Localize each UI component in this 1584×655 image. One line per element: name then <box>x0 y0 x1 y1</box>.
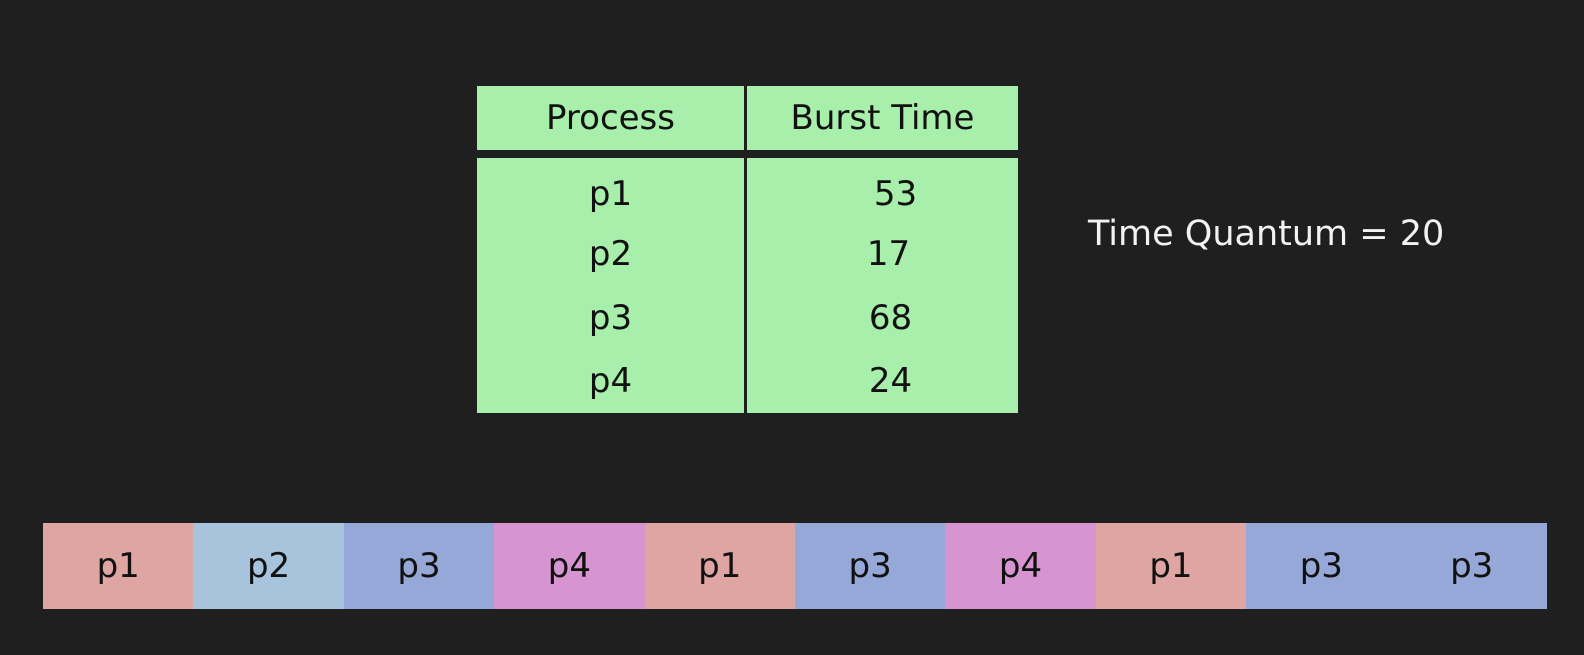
burst-cell: 53 <box>873 174 918 214</box>
gantt-segment: p3 <box>794 523 946 609</box>
gantt-segment: p3 <box>1396 523 1547 609</box>
process-cell: p2 <box>588 234 633 274</box>
gantt-segment: p4 <box>494 523 645 609</box>
burst-cell: 17 <box>866 234 911 274</box>
gantt-segment: p3 <box>343 523 495 609</box>
burst-time-column: 53 17 68 24 <box>747 158 1018 413</box>
gantt-segment: p3 <box>1246 523 1397 609</box>
process-column: p1 p2 p3 p4 <box>477 158 744 413</box>
process-table: Process Burst Time p1 p2 p3 p4 53 17 68 … <box>477 86 1018 413</box>
process-cell: p1 <box>588 174 633 214</box>
gantt-segment: p1 <box>644 523 795 609</box>
burst-cell: 68 <box>868 298 913 338</box>
time-quantum-label: Time Quantum = 20 <box>1088 214 1445 254</box>
header-burst-time: Burst Time <box>747 86 1018 150</box>
process-cell: p4 <box>588 361 633 401</box>
gantt-segment: p4 <box>945 523 1096 609</box>
gantt-segment: p2 <box>193 523 344 609</box>
gantt-segment: p1 <box>1095 523 1247 609</box>
gantt-segment: p1 <box>43 523 194 609</box>
burst-cell: 24 <box>868 361 913 401</box>
process-cell: p3 <box>588 298 633 338</box>
header-process: Process <box>477 86 744 150</box>
